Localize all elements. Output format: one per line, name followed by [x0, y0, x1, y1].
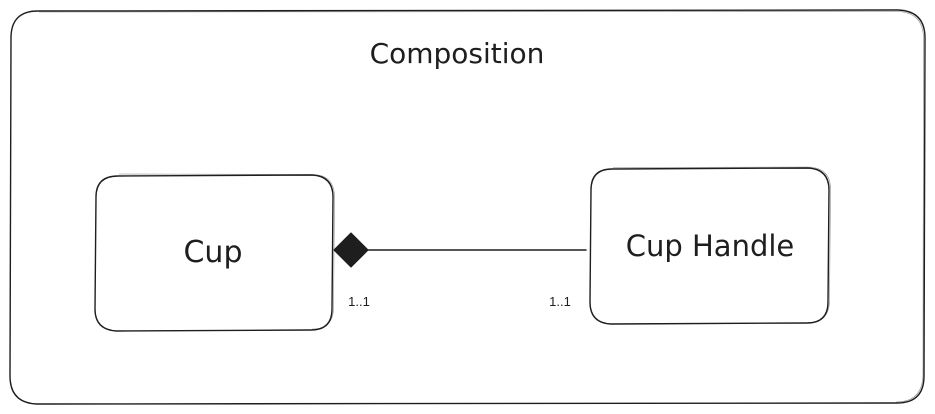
class-label-cup-handle: Cup Handle: [626, 229, 795, 263]
outer-frame: [9, 9, 926, 405]
diagram-title: Composition: [370, 37, 545, 70]
class-box-cup[interactable]: Cup: [94, 173, 335, 332]
multiplicity-left: 1..1: [348, 294, 370, 309]
multiplicity-right: 1..1: [549, 294, 571, 309]
class-label-cup: Cup: [183, 235, 242, 270]
composition-association[interactable]: [333, 232, 587, 268]
composition-diamond-icon: [333, 232, 369, 268]
class-box-cup-handle[interactable]: Cup Handle: [589, 166, 831, 325]
